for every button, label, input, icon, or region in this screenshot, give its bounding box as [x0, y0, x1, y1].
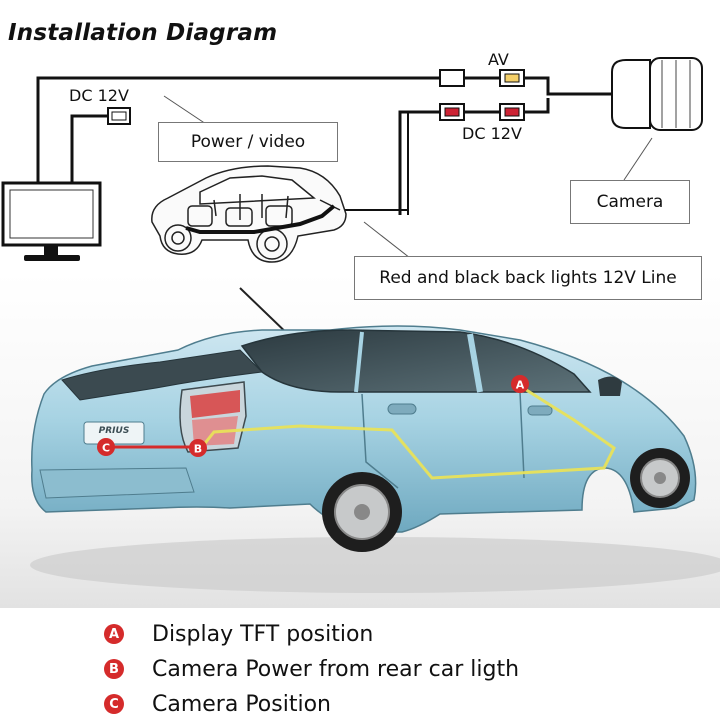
- svg-text:A: A: [516, 379, 525, 392]
- svg-text:C: C: [102, 442, 110, 455]
- label-dc-camera: DC 12V: [462, 124, 522, 143]
- legend-item-a: A Display TFT position: [104, 620, 664, 648]
- marker-a-icon: A: [511, 375, 529, 393]
- legend-text: Camera Position: [152, 691, 331, 717]
- connector-dc-camera: [439, 103, 525, 121]
- marker-c-icon: C: [97, 438, 115, 456]
- car-badge: PRIUS: [98, 426, 130, 436]
- legend-item-c: C Camera Position: [104, 690, 664, 718]
- legend-marker-c-icon: C: [104, 694, 124, 714]
- connector-dc-monitor: [107, 107, 131, 125]
- marker-b-icon: B: [189, 439, 207, 457]
- legend-text: Display TFT position: [152, 621, 374, 647]
- svg-text:B: B: [194, 443, 202, 456]
- callout-lines: [163, 95, 653, 259]
- label-dc-monitor: DC 12V: [69, 86, 129, 105]
- callout-camera: Camera: [570, 180, 690, 224]
- wiring: [36, 76, 612, 215]
- legend-item-b: B Camera Power from rear car ligth: [104, 655, 664, 683]
- callout-power-video: Power / video: [158, 122, 338, 162]
- callout-backlights: Red and black back lights 12V Line: [354, 256, 702, 300]
- monitor-icon: [1, 181, 102, 261]
- car-outline-harness: [185, 204, 336, 234]
- car-outline-icon: [151, 165, 347, 263]
- legend-marker-b-icon: B: [104, 659, 124, 679]
- connector-av: [439, 69, 525, 87]
- cable-route-line: [106, 384, 616, 480]
- legend-text: Camera Power from rear car ligth: [152, 656, 520, 682]
- camera-icon: [611, 57, 703, 131]
- legend-marker-a-icon: A: [104, 624, 124, 644]
- page-title: Installation Diagram: [8, 20, 278, 46]
- label-av: AV: [488, 50, 509, 69]
